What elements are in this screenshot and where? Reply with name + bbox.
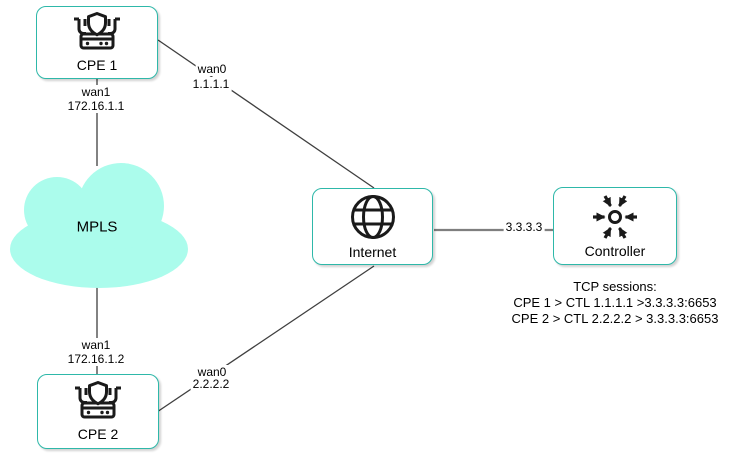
converging-arrows-icon	[589, 194, 641, 240]
mpls-cloud-label: MPLS	[76, 218, 118, 236]
tcp-session-line-1: CPE 1 > CTL 1.1.1.1 >3.3.3.3:6653	[513, 295, 717, 310]
node-label-cpe2: CPE 2	[77, 426, 119, 442]
node-label-cpe1: CPE 1	[76, 57, 118, 73]
node-cpe2: CPE 2	[37, 374, 159, 449]
mpls-cloud-shape	[10, 163, 188, 288]
tcp-sessions-annotation: TCP sessions: CPE 1 > CTL 1.1.1.1 >3.3.3…	[512, 279, 719, 327]
edge-label-cpe1-wan1-iface: wan1	[79, 85, 113, 99]
tcp-sessions-title: TCP sessions:	[573, 279, 657, 294]
link-internet-cpe2	[156, 265, 375, 413]
node-label-internet: Internet	[348, 244, 397, 260]
node-cpe1: CPE 1	[36, 6, 158, 79]
edge-label-cpe1-wan0-iface: wan0	[195, 62, 229, 76]
node-internet: Internet	[312, 188, 433, 265]
router-shield-icon	[69, 381, 127, 423]
edge-label-cpe2-wan0-iface: wan0	[195, 365, 229, 379]
tcp-session-line-2: CPE 2 > CTL 2.2.2.2 > 3.3.3.3:6653	[511, 311, 719, 326]
edge-label-cpe2-wan1-iface: wan1	[79, 338, 113, 352]
node-controller: Controller	[553, 187, 677, 265]
edge-label-controller-ip: 3.3.3.3	[503, 220, 545, 234]
router-shield-icon	[68, 12, 126, 54]
edge-label-cpe2-wan0-ip: 2.2.2.2	[190, 377, 232, 391]
node-label-controller: Controller	[584, 242, 646, 259]
edge-label-cpe1-wan0-ip: 1.1.1.1	[190, 77, 232, 91]
edge-label-cpe1-wan1-ip: 172.16.1.1	[65, 99, 127, 113]
link-cpe1-internet	[157, 39, 375, 189]
edge-label-cpe2-wan1-ip: 172.16.1.2	[65, 352, 127, 366]
globe-icon	[349, 193, 397, 241]
